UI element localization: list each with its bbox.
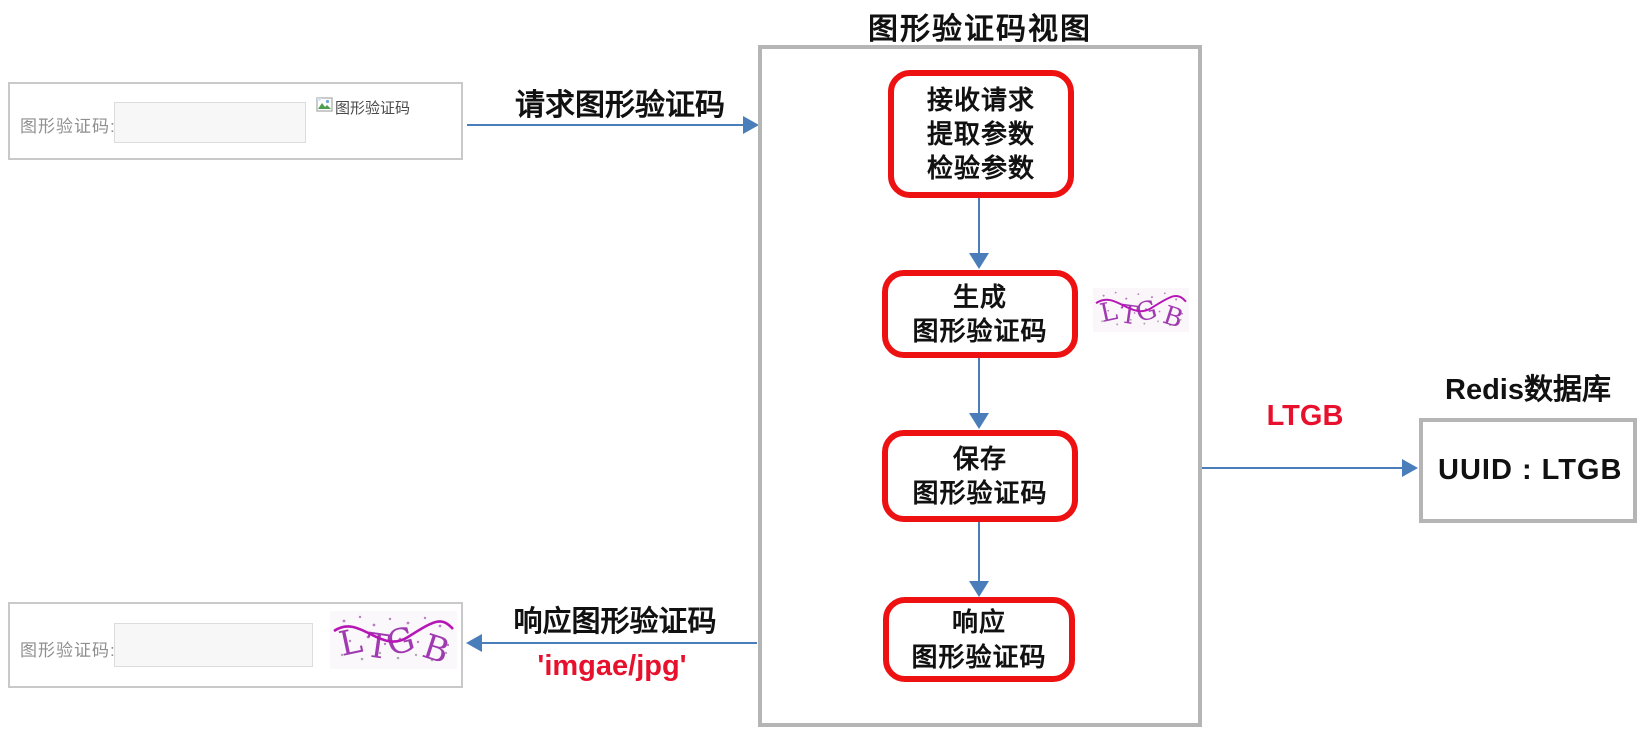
flow-arrow-line xyxy=(978,522,980,581)
broken-image-icon xyxy=(316,97,333,112)
redis-title: Redis数据库 xyxy=(1445,374,1611,406)
arrow-down-icon xyxy=(969,253,989,269)
step-line: 图形验证码 xyxy=(911,641,1047,672)
response-arrow-head-icon xyxy=(466,634,482,652)
step-line: 检验参数 xyxy=(926,153,1035,184)
request-arrow-label: 请求图形验证码 xyxy=(515,89,725,122)
step-line: 生成 xyxy=(952,281,1007,312)
step-respond-captcha: 响应 图形验证码 xyxy=(883,597,1075,682)
step-line: 提取参数 xyxy=(926,118,1035,149)
captcha-input[interactable] xyxy=(114,623,313,667)
captcha-image-svg: LTGB xyxy=(1093,288,1189,335)
captcha-input[interactable] xyxy=(114,102,306,143)
step-line: 保存 xyxy=(952,443,1007,474)
redis-arrow-label: LTGB xyxy=(1266,400,1344,432)
captcha-field-label: 图形验证码: xyxy=(20,117,116,136)
generated-captcha-image: LTGB xyxy=(1093,282,1189,338)
broken-image-alt-text: 图形验证码 xyxy=(335,100,411,117)
step-line: 接收请求 xyxy=(926,84,1035,115)
captcha-image: LTGB xyxy=(330,611,457,669)
step-line: 响应 xyxy=(951,607,1006,638)
flow-arrow-line xyxy=(978,358,980,413)
broken-captcha-image: 图形验证码 xyxy=(316,97,410,118)
arrow-down-icon xyxy=(969,413,989,429)
captcha-request-form: 图形验证码: 图形验证码 xyxy=(8,82,463,160)
arrow-down-icon xyxy=(969,581,989,597)
redis-entry: UUID : LTGB xyxy=(1438,454,1623,486)
response-mime-label: 'imgae/jpg' xyxy=(537,650,687,682)
step-save-captcha: 保存 图形验证码 xyxy=(882,430,1078,522)
flow-arrow-line xyxy=(978,198,980,253)
redis-arrow-head-icon xyxy=(1402,459,1418,477)
view-box-title: 图形验证码视图 xyxy=(868,13,1092,46)
captcha-response-form: 图形验证码: LTGB xyxy=(8,602,463,688)
request-arrow-line xyxy=(467,124,747,126)
step-receive-request: 接收请求 提取参数 检验参数 xyxy=(888,70,1074,198)
flow-arrow-3 xyxy=(969,522,989,597)
step-line: 图形验证码 xyxy=(912,316,1048,346)
step-line: 图形验证码 xyxy=(912,478,1048,508)
redis-database-box: UUID : LTGB xyxy=(1419,418,1637,523)
request-arrow-head-icon xyxy=(743,116,759,134)
captcha-image-svg: LTGB xyxy=(330,611,457,669)
flow-arrow-1 xyxy=(969,198,989,269)
redis-arrow-line xyxy=(1202,467,1404,469)
flow-arrow-2 xyxy=(969,358,989,429)
step-generate-captcha: 生成 图形验证码 xyxy=(882,270,1078,358)
response-arrow-label: 响应图形验证码 xyxy=(513,606,717,638)
captcha-field-label: 图形验证码: xyxy=(20,641,116,660)
captcha-view-container: 接收请求 提取参数 检验参数 生成 图形验证码 xyxy=(758,45,1202,727)
response-arrow-line xyxy=(480,642,757,644)
